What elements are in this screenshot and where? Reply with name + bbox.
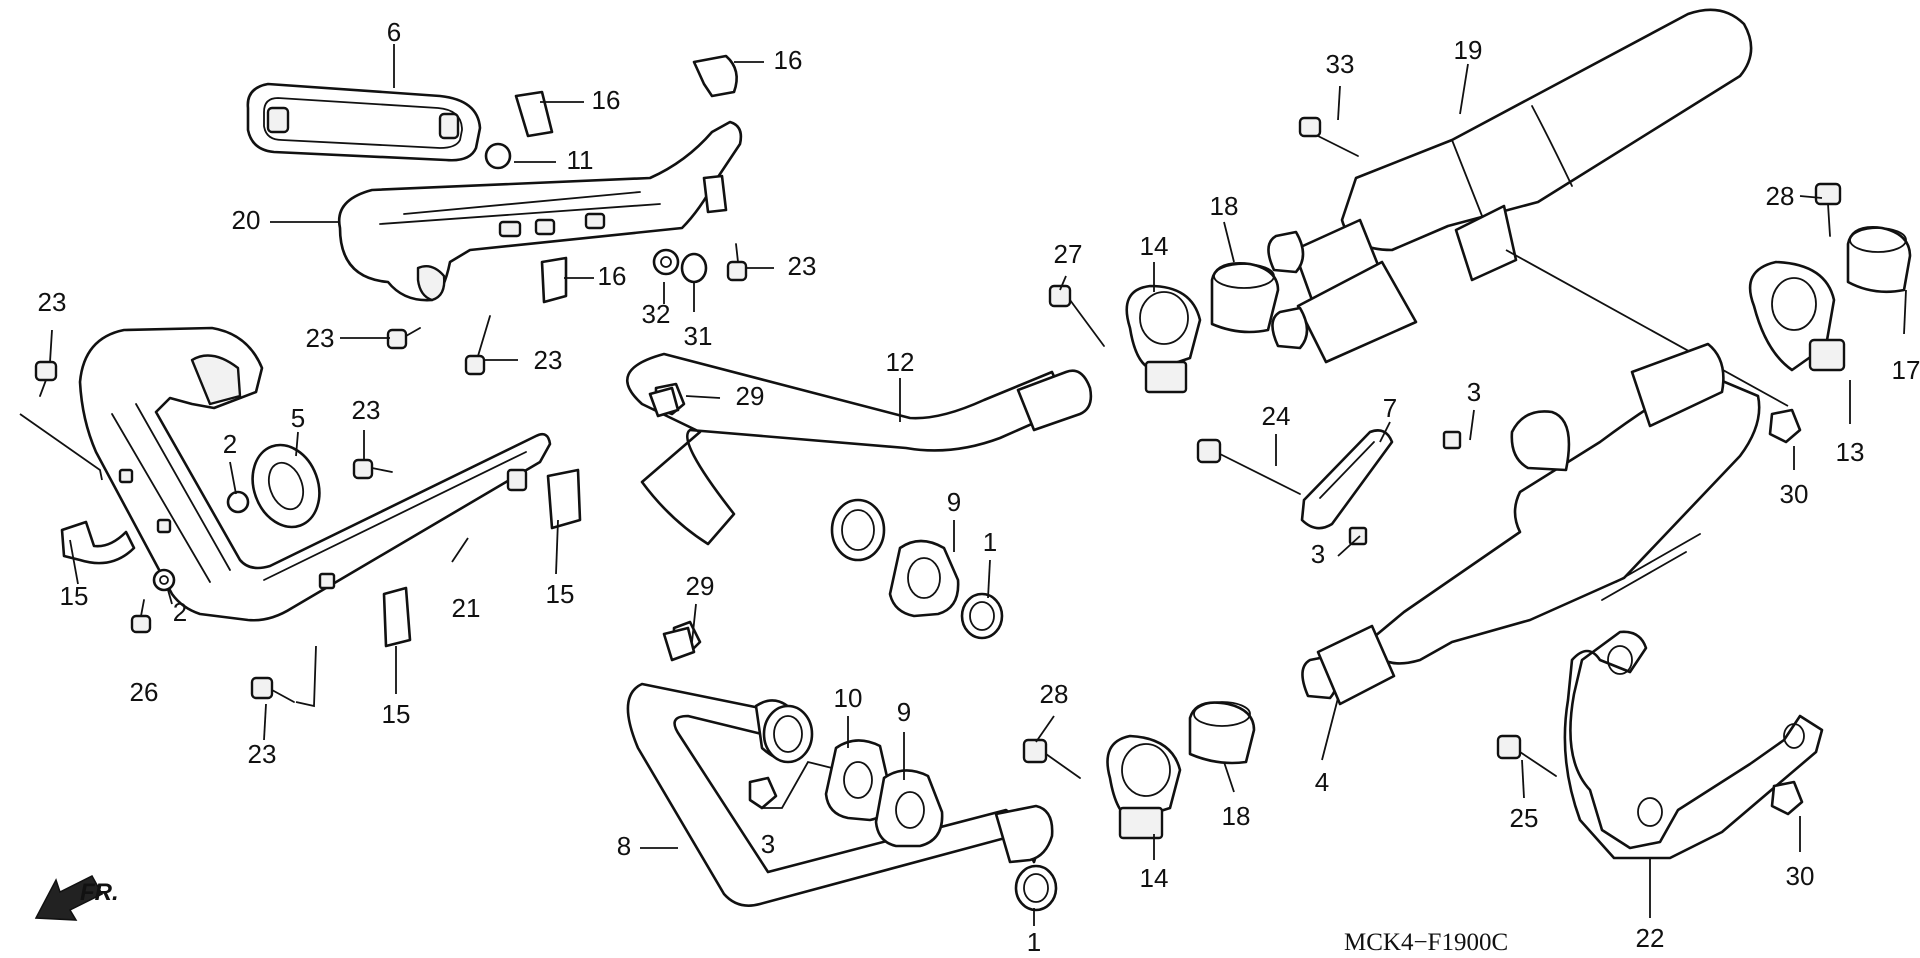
callout-2: 2 bbox=[223, 429, 237, 459]
callout-22: 22 bbox=[1636, 923, 1665, 953]
callout-14: 14 bbox=[1140, 863, 1169, 893]
diagram-code: MCK4−F1900C bbox=[1344, 929, 1508, 956]
callout-2: 2 bbox=[173, 597, 187, 627]
callout-9: 9 bbox=[947, 487, 961, 517]
part-21-lower-pipe-cover bbox=[78, 326, 552, 622]
callout-8: 8 bbox=[617, 831, 631, 861]
callout-1: 1 bbox=[983, 527, 997, 557]
callout-13: 13 bbox=[1836, 437, 1865, 467]
callout-6: 6 bbox=[387, 17, 401, 47]
part-6-heat-shield-cover bbox=[246, 82, 482, 162]
callout-5: 5 bbox=[291, 403, 305, 433]
joint-sleeves bbox=[1188, 226, 1912, 765]
callout-11: 11 bbox=[567, 145, 594, 175]
hardware-bolts bbox=[34, 116, 1842, 779]
callout-26: 26 bbox=[130, 677, 159, 707]
callout-15: 15 bbox=[546, 579, 575, 609]
callout-16: 16 bbox=[598, 261, 627, 291]
callout-17: 17 bbox=[1892, 355, 1920, 385]
part-7-muffler-pad bbox=[1300, 429, 1394, 530]
callout-18: 18 bbox=[1210, 191, 1239, 221]
callout-23: 23 bbox=[306, 323, 335, 353]
callout-19: 19 bbox=[1454, 35, 1483, 65]
callout-labels: 6 16 16 16 11 20 23 23 23 23 23 23 32 31… bbox=[38, 17, 1920, 957]
part-22-muffler-stay bbox=[1563, 630, 1824, 860]
part-4-lower-muffler bbox=[1301, 342, 1761, 706]
leader-lines bbox=[19, 44, 1907, 926]
callout-3: 3 bbox=[1311, 539, 1325, 569]
callout-25: 25 bbox=[1510, 803, 1539, 833]
callout-32: 32 bbox=[642, 299, 671, 329]
callout-14: 14 bbox=[1140, 231, 1169, 261]
callout-4: 4 bbox=[1315, 767, 1329, 797]
callout-16: 16 bbox=[774, 45, 803, 75]
callout-12: 12 bbox=[886, 347, 915, 377]
callout-30: 30 bbox=[1786, 861, 1815, 891]
callout-10: 10 bbox=[834, 683, 863, 713]
callout-31: 31 bbox=[684, 321, 713, 351]
callout-23: 23 bbox=[534, 345, 563, 375]
part-12-upper-exhaust-pipe bbox=[625, 352, 1093, 562]
callout-27: 27 bbox=[1054, 239, 1083, 269]
callout-23: 23 bbox=[38, 287, 67, 317]
callout-20: 20 bbox=[232, 205, 261, 235]
callout-3: 3 bbox=[1467, 377, 1481, 407]
callout-24: 24 bbox=[1262, 401, 1291, 431]
part-20-upper-pipe-cover bbox=[337, 120, 743, 302]
callout-28: 28 bbox=[1766, 181, 1795, 211]
callout-23: 23 bbox=[352, 395, 381, 425]
part-19-upper-muffler bbox=[1267, 8, 1789, 407]
callout-29: 29 bbox=[686, 571, 715, 601]
callout-9: 9 bbox=[897, 697, 911, 727]
callout-7: 7 bbox=[1383, 393, 1397, 423]
callout-15: 15 bbox=[382, 699, 411, 729]
band-clamps bbox=[1106, 284, 1202, 840]
clips bbox=[60, 54, 738, 648]
gaskets bbox=[824, 539, 1058, 912]
part-5-gasket bbox=[251, 443, 321, 529]
callout-21: 21 bbox=[452, 593, 481, 623]
callout-18: 18 bbox=[1222, 801, 1251, 831]
front-direction-indicator: FR. bbox=[34, 875, 119, 921]
front-direction-label: FR. bbox=[80, 879, 119, 906]
callout-23: 23 bbox=[248, 739, 277, 769]
pins bbox=[648, 386, 696, 662]
callout-30: 30 bbox=[1780, 479, 1809, 509]
callout-1: 1 bbox=[1027, 927, 1041, 957]
part-8-lower-exhaust-pipe bbox=[626, 682, 1054, 907]
callout-33: 33 bbox=[1326, 49, 1355, 79]
callout-29: 29 bbox=[736, 381, 765, 411]
callout-15: 15 bbox=[60, 581, 89, 611]
callout-28: 28 bbox=[1040, 679, 1069, 709]
callout-16: 16 bbox=[592, 85, 621, 115]
callout-23: 23 bbox=[788, 251, 817, 281]
callout-3: 3 bbox=[761, 829, 775, 859]
part-13-muffler-clamp bbox=[1748, 260, 1846, 372]
